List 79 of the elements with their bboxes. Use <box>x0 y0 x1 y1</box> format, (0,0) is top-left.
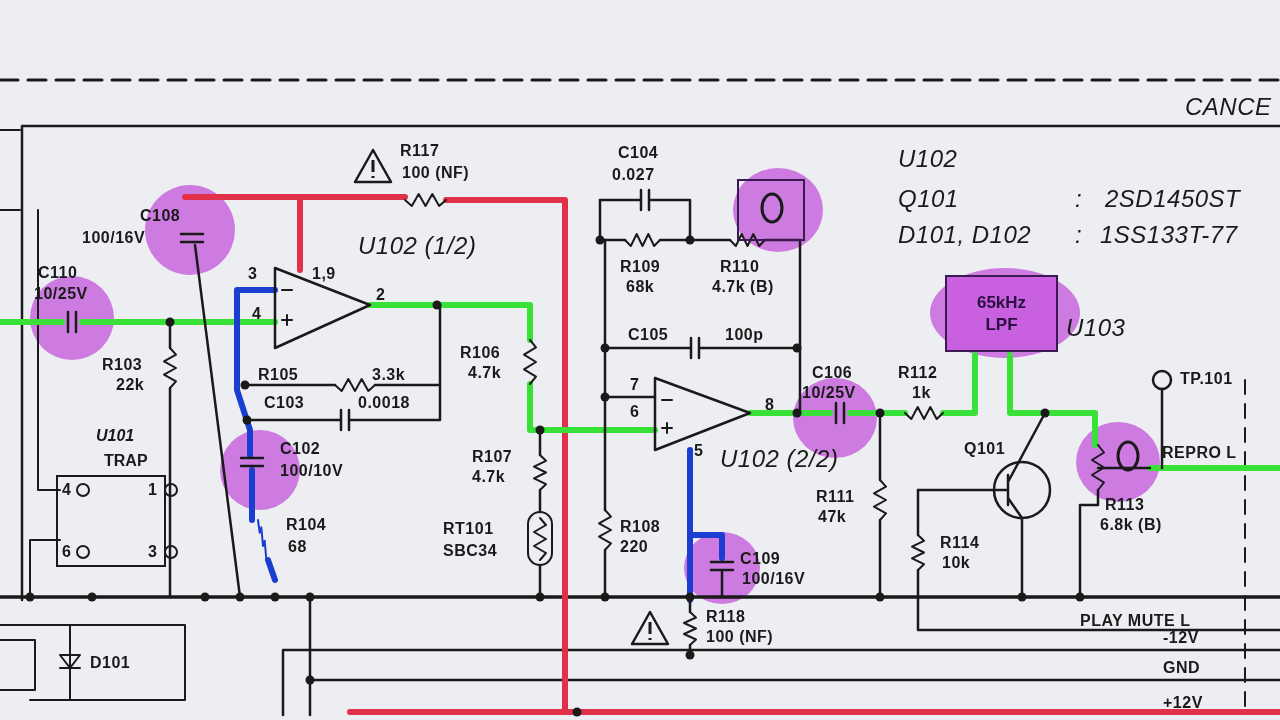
pin-number: 6 <box>62 543 71 561</box>
component-label: 6.8k (B) <box>1100 516 1162 534</box>
filter-label: 65kHz LPF <box>975 291 1028 336</box>
component-label: 100/10V <box>280 462 344 480</box>
component-label: 6 <box>630 403 640 421</box>
component-label: R111 <box>816 488 855 506</box>
component-label: 7 <box>630 376 640 394</box>
component-label: 4.7k <box>468 364 502 382</box>
component-label: 100 (NF) <box>706 628 774 646</box>
component-label: U102 (1/2) <box>358 233 477 259</box>
component-label: C102 <box>280 440 321 458</box>
component-label: C105 <box>628 326 669 344</box>
component-label: PLAY MUTE L <box>1080 612 1191 630</box>
component-label: REPRO L <box>1162 444 1237 462</box>
component-label: 2SD1450ST <box>1105 186 1241 212</box>
component-label: 4.7k (B) <box>712 278 774 296</box>
component-label: D101 <box>90 654 131 672</box>
component-label: 1,9 <box>312 265 336 283</box>
pin-number: 4 <box>62 481 71 499</box>
component-label: 100/16V <box>742 570 806 588</box>
pin-number: 3 <box>148 543 157 561</box>
component-label: R113 <box>1105 496 1145 514</box>
component-label: 8 <box>765 396 775 414</box>
component-label: R107 <box>472 448 513 466</box>
component-label: 47k <box>818 508 847 526</box>
component-label: C103 <box>264 394 305 412</box>
component-label: 3 <box>248 265 258 283</box>
component-label: 22k <box>116 376 145 394</box>
component-label: R114 <box>940 534 980 552</box>
component-label: 1k <box>912 384 931 402</box>
component-label: U102 <box>898 146 958 172</box>
component-label: C104 <box>618 144 659 162</box>
component-label: 2 <box>376 286 386 304</box>
component-label: 3.3k <box>372 366 406 384</box>
component-label: 100p <box>725 326 764 344</box>
component-label: +12V <box>1163 694 1203 712</box>
module-label: U101 <box>96 427 135 445</box>
component-label: SBC34 <box>443 542 498 560</box>
component-label: Q101 <box>898 186 959 212</box>
component-label: C106 <box>812 364 853 382</box>
component-label: 220 <box>620 538 649 556</box>
component-label: R109 <box>620 258 661 276</box>
component-label: 100 (NF) <box>402 164 470 182</box>
component-label: CANCE <box>1185 94 1272 120</box>
component-label: 68k <box>626 278 655 296</box>
component-label: RT101 <box>443 520 494 538</box>
component-label: R110 <box>720 258 760 276</box>
component-label: 5 <box>694 442 704 460</box>
component-label: D101, D102 <box>898 222 1032 248</box>
component-label: 100/16V <box>82 229 146 247</box>
component-label: -12V <box>1163 629 1199 647</box>
pin-number: 1 <box>148 481 157 499</box>
component-label: : <box>1075 222 1083 248</box>
component-label: 10/25V <box>802 384 856 402</box>
component-label: GND <box>1163 659 1201 677</box>
component-label: 0.0018 <box>358 394 410 412</box>
component-label: R118 <box>706 608 746 626</box>
component-label: R105 <box>258 366 299 384</box>
component-label: 0.027 <box>612 166 655 184</box>
component-label: R104 <box>286 516 327 534</box>
component-label: Q101 <box>964 440 1006 458</box>
filter-block <box>945 275 1058 352</box>
component-label: R108 <box>620 518 661 536</box>
component-label: R117 <box>400 142 440 160</box>
component-label: : <box>1075 186 1083 212</box>
component-label: TP.101 <box>1180 370 1233 388</box>
module-label: TRAP <box>104 452 148 470</box>
component-label: 1SS133T-77 <box>1100 222 1238 248</box>
component-label: 10k <box>942 554 971 572</box>
component-label: R106 <box>460 344 501 362</box>
module-label: U103 <box>1066 315 1126 341</box>
component-label: 4.7k <box>472 468 506 486</box>
component-label: R112 <box>898 364 938 382</box>
component-label: C110 <box>38 264 78 282</box>
component-label: 4 <box>252 305 262 323</box>
component-label: R103 <box>102 356 143 374</box>
component-label: 68 <box>288 538 307 556</box>
component-label: C109 <box>740 550 781 568</box>
component-label: U102 (2/2) <box>720 446 839 472</box>
